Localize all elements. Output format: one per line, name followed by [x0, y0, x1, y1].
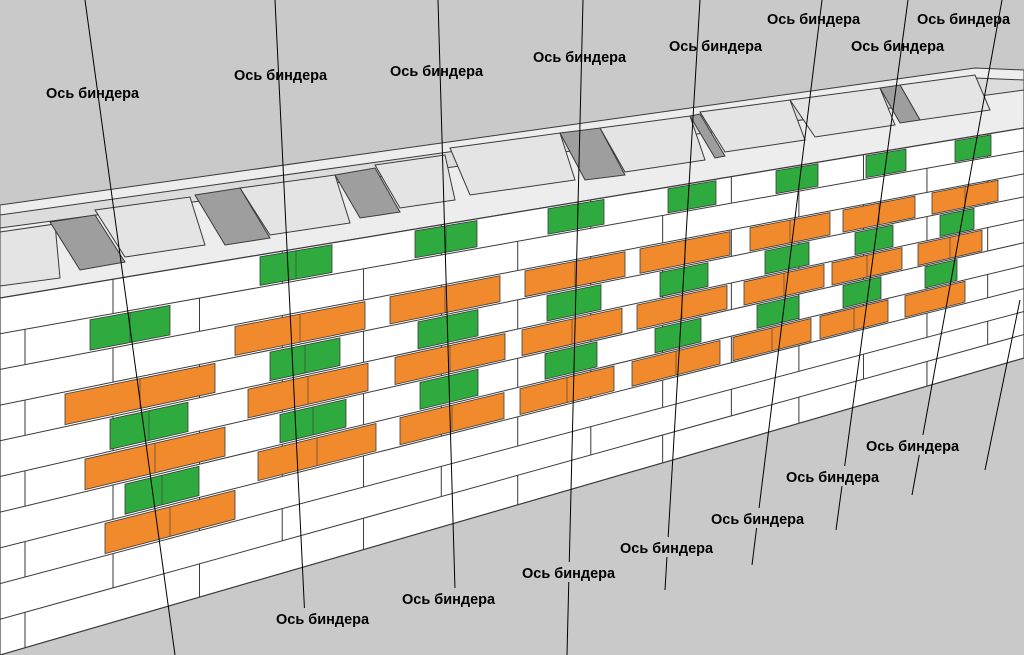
binder-blocks — [64, 134, 999, 555]
axis-label-bottom: Ось биндера — [402, 592, 496, 608]
green-binder-block — [924, 258, 958, 289]
binder-axis-line — [911, 0, 1003, 496]
axis-label-top: Ось биндера — [390, 64, 484, 80]
binder-axis-line — [835, 0, 909, 531]
green-binder-block — [546, 284, 602, 322]
axis-label-top: Ось биндера — [234, 68, 328, 84]
binder-axis-line — [274, 0, 306, 621]
wall-top — [0, 67, 1024, 299]
axis-label-bottom: Ось биндера — [711, 512, 805, 528]
green-binder-block — [764, 241, 810, 275]
binder-axis-line — [984, 299, 1021, 471]
green-binder-block — [667, 180, 717, 214]
green-binder-block — [954, 134, 992, 163]
axis-label-bottom: Ось биндера — [620, 541, 714, 557]
axis-label-bottom: Ось биндера — [866, 439, 960, 455]
axis-label-top: Ось биндера — [851, 39, 945, 55]
wall-outline — [0, 127, 1024, 655]
binder-axis-line — [751, 0, 823, 566]
bottom-labels: Ось биндера Ось биндера Ось биндера Ось … — [274, 435, 970, 628]
green-binder-block — [544, 341, 598, 380]
axis-label-bottom: Ось биндера — [522, 566, 616, 582]
green-binder-block — [417, 309, 479, 350]
mortar-joint — [0, 265, 1024, 513]
mortar-joint — [0, 288, 1024, 549]
mortar-joint — [0, 150, 1024, 335]
axis-label-bottom: Ось биндера — [786, 470, 880, 486]
axis-label-top: Ось биндера — [767, 12, 861, 28]
green-binder-block — [939, 207, 975, 237]
cross-webs — [49, 84, 921, 271]
green-binder-block — [854, 224, 894, 256]
axis-label-bottom: Ось биндера — [276, 612, 370, 628]
mortar-joint — [0, 311, 1024, 585]
mortar-joint — [0, 334, 1024, 620]
green-binder-block — [775, 163, 819, 195]
mortar-joint — [0, 219, 1024, 442]
green-binder-block — [842, 276, 882, 309]
top-labels: Ось биндера Ось биндера Ось биндера Ось … — [46, 12, 1011, 102]
mortar-joint — [0, 173, 1024, 370]
orange-binder-block — [904, 280, 966, 318]
binder-axis-line — [664, 0, 701, 591]
axis-label-top: Ось биндера — [533, 50, 627, 66]
mortar-joint — [0, 196, 1024, 406]
binder-axis-lines — [84, 0, 1021, 655]
axis-label-top: Ось биндера — [46, 86, 140, 102]
binder-axis-line — [437, 0, 456, 591]
axis-label-top: Ось биндера — [669, 39, 763, 55]
green-binder-block — [654, 317, 702, 354]
binder-axis-line — [566, 0, 584, 655]
axis-label-top: Ось биндера — [917, 12, 1011, 28]
wall-face — [0, 128, 1024, 655]
green-binder-block — [659, 262, 709, 298]
block-cavities — [0, 74, 991, 287]
green-binder-block — [547, 198, 605, 235]
mortar-joint — [0, 242, 1024, 477]
binder-axis-line — [84, 0, 176, 655]
